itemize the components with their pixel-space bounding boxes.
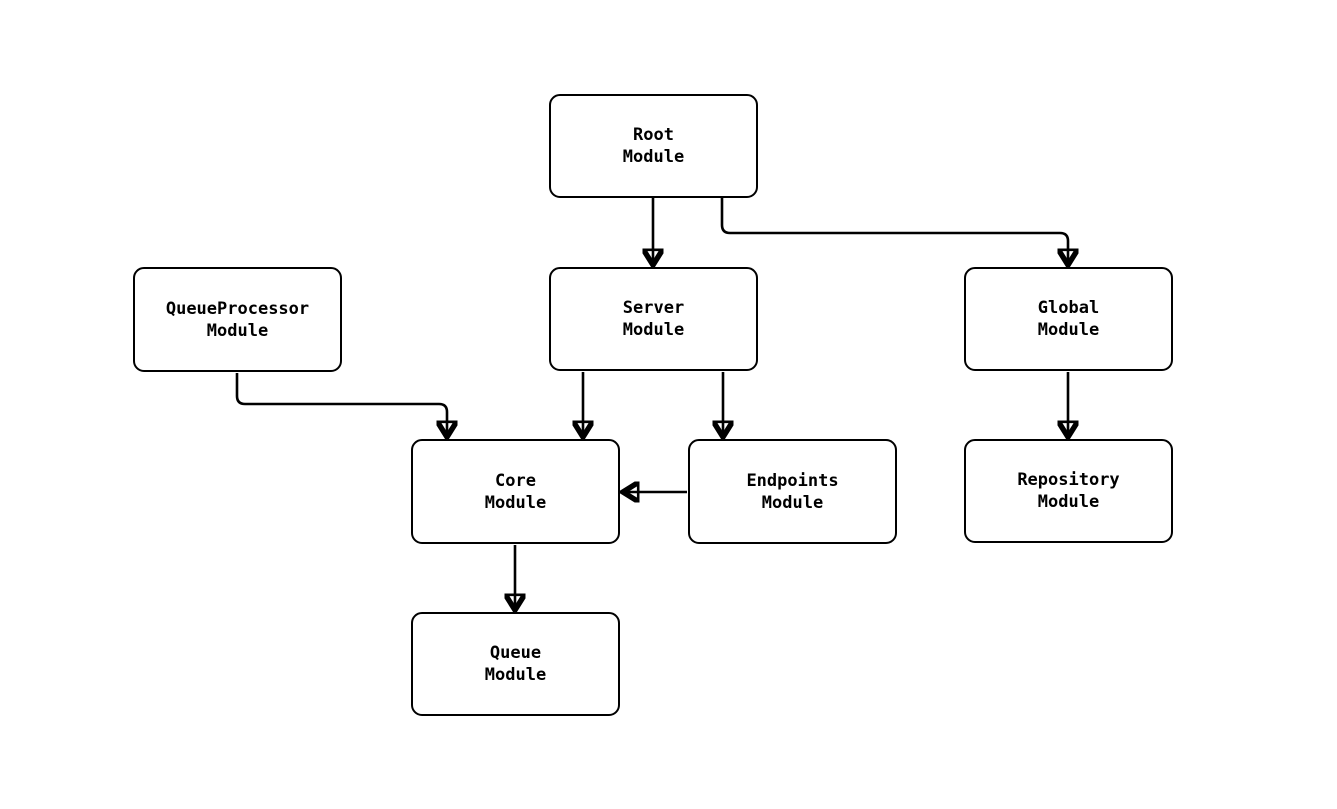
node-queue-processor-module-label: QueueProcessor Module <box>165 298 310 341</box>
node-repository-module-label: Repository Module <box>1017 470 1120 512</box>
node-core-module: Core Module <box>411 439 620 544</box>
edge-root-to-global <box>720 198 1068 264</box>
node-endpoints-module: Endpoints Module <box>688 439 897 544</box>
node-server-module-label: Server Module <box>622 298 685 340</box>
node-root-module-label: Root Module <box>622 125 685 167</box>
node-queue-module: Queue Module <box>411 612 620 716</box>
node-queue-module-label: Queue Module <box>484 643 547 685</box>
edge-queue-processor-to-core <box>235 373 447 436</box>
node-endpoints-module-label: Endpoints Module <box>746 470 839 513</box>
node-global-module-label: Global Module <box>1037 298 1100 340</box>
node-global-module: Global Module <box>964 267 1173 371</box>
node-server-module: Server Module <box>549 267 758 371</box>
node-root-module: Root Module <box>549 94 758 198</box>
node-repository-module: Repository Module <box>964 439 1173 543</box>
node-core-module-label: Core Module <box>484 470 547 513</box>
node-queue-processor-module: QueueProcessor Module <box>133 267 342 372</box>
